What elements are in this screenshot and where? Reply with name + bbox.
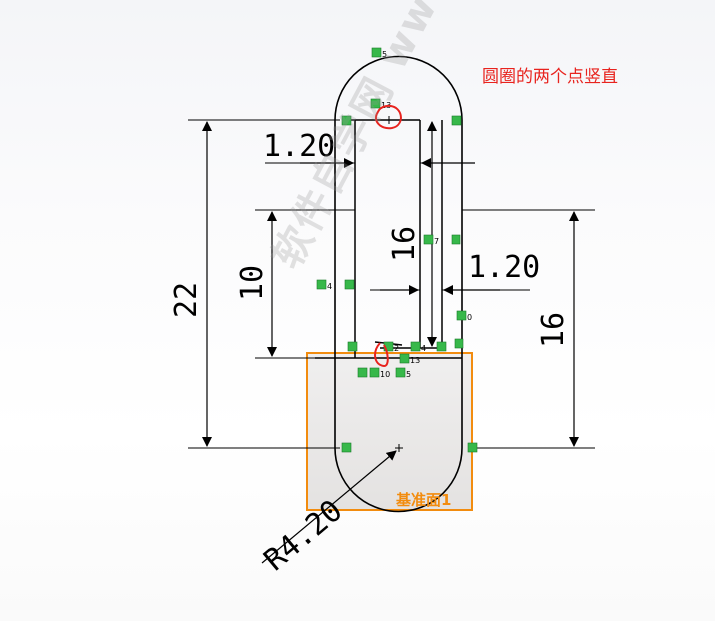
datum-plane-label[interactable]: 基准面1: [396, 491, 452, 509]
dim-radius[interactable]: R4.20: [258, 493, 350, 578]
relation-label: 13: [410, 356, 420, 365]
relation-label: 4: [327, 282, 332, 291]
relation-label: 5: [406, 370, 411, 379]
dim-width-top[interactable]: 1.20: [263, 129, 335, 164]
dim-height-16-right[interactable]: 16: [536, 312, 571, 348]
relation-label: 4: [421, 344, 426, 353]
dim-height-10[interactable]: 10: [235, 265, 270, 301]
dim-width-right[interactable]: 1.20: [468, 250, 540, 285]
dim-height-16-center[interactable]: 16: [387, 226, 422, 262]
relation-label: 0: [467, 313, 472, 322]
dimension-lines: [202, 121, 579, 564]
dim-height-22[interactable]: 22: [169, 282, 204, 318]
relation-label: 10: [380, 370, 390, 379]
relation-label: 7: [434, 237, 439, 246]
slot-outline[interactable]: [334, 55, 463, 513]
vertical-constraint-note: 圆圈的两个点竖直: [482, 67, 618, 87]
red-annotation-marks: [374, 104, 402, 368]
center-marks: [385, 116, 403, 452]
relation-label: 2: [394, 344, 399, 353]
relation-label: 5: [382, 50, 387, 59]
